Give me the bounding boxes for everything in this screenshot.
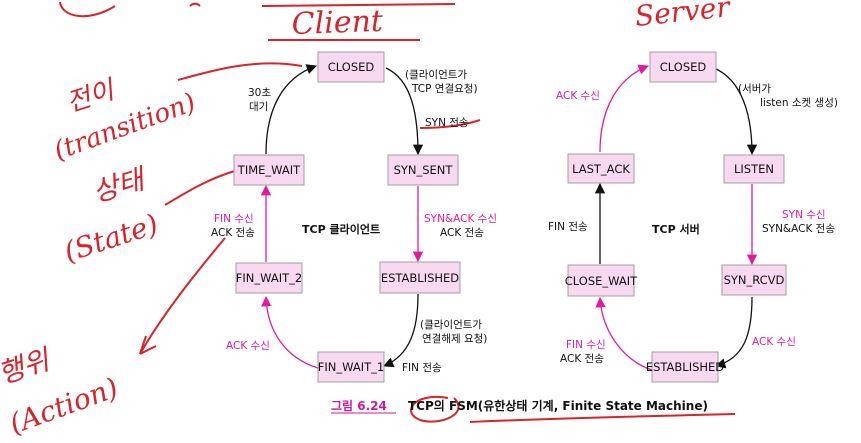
client-synack-recv-label: SYN&ACK 수신 bbox=[424, 213, 497, 225]
client-arrow-established-to-finwait1 bbox=[383, 293, 419, 368]
server-synack-send-label: SYN&ACK 전송 bbox=[762, 223, 835, 235]
handwritten-state-pointer bbox=[164, 169, 239, 206]
caption-text: TCP의 FSM(유한상태 기계, Finite State Machine) bbox=[408, 398, 708, 413]
handwritten-state-en: (State) bbox=[60, 207, 162, 268]
server-fin-send-label: FIN 전송 bbox=[548, 221, 588, 233]
server-closed-note-line2: listen 소켓 생성) bbox=[760, 97, 838, 109]
server-arrow-synrcvd-to-established bbox=[715, 296, 753, 369]
handwritten-scribble-top bbox=[189, 2, 201, 7]
handwritten-server: Server bbox=[633, 0, 732, 33]
client-closed-note-line1: (클라이언트가 bbox=[405, 69, 467, 81]
client-syn-send-label: SYN 전송 bbox=[425, 117, 469, 129]
server-arrow-closed-to-listen bbox=[713, 67, 758, 156]
handwritten-caption-underline bbox=[469, 413, 736, 423]
client-state-fin-wait-2-label: FIN_WAIT_2 bbox=[236, 271, 302, 285]
server-state-closed: CLOSED bbox=[649, 51, 717, 83]
server-arrow-lastack-to-closed bbox=[599, 64, 649, 153]
client-title: TCP 클라이언트 bbox=[302, 222, 380, 236]
handwritten-state-ko: 상태 bbox=[89, 162, 151, 209]
server-state-close-wait: CLOSE_WAIT bbox=[565, 264, 638, 297]
server-closed-note-line1: (서버가 bbox=[738, 83, 771, 95]
server-arrow-established-to-closewait bbox=[595, 296, 653, 371]
server-ack-send-label: ACK 전송 bbox=[560, 353, 604, 365]
client-ack-send-2-label: ACK 전송 bbox=[211, 227, 255, 239]
client-closed-note-line2: TCP 연결요청) bbox=[411, 83, 478, 95]
handwritten-client: Client bbox=[291, 4, 384, 42]
figure-caption: 그림 6.24 TCP의 FSM(유한상태 기계, Finite State M… bbox=[331, 398, 708, 414]
server-state-last-ack: LAST_ACK bbox=[567, 153, 635, 184]
handwritten-syn-underline bbox=[419, 119, 481, 129]
handwritten-transition-pointer bbox=[177, 62, 303, 81]
server-ack-recv-label: ACK 수신 bbox=[752, 336, 796, 348]
client-wait-label-line1: 30초 bbox=[248, 87, 271, 99]
server-state-listen-label: LISTEN bbox=[734, 162, 774, 176]
client-close-note-line2: 연결해제 요청) bbox=[422, 332, 487, 345]
client-arrow-finwait1-to-finwait2 bbox=[261, 295, 319, 369]
client-state-fin-wait-2: FIN_WAIT_2 bbox=[235, 262, 303, 294]
client-fin-send-label: FIN 전송 bbox=[402, 362, 442, 374]
server-state-syn-rcvd-label: SYN_RCVD bbox=[724, 273, 785, 287]
client-state-syn-sent: SYN_SENT bbox=[387, 154, 459, 186]
client-arrow-closed-to-synsent bbox=[385, 67, 424, 156]
server-syn-recv-label: SYN 수신 bbox=[782, 209, 826, 221]
server-state-close-wait-label: CLOSE_WAIT bbox=[565, 274, 638, 288]
client-state-fin-wait-1: FIN_WAIT_1 bbox=[317, 351, 385, 383]
client-fsm: CLOSED SYN_SENT ESTABLISHED FIN_WAIT_1 F… bbox=[211, 51, 497, 383]
client-close-note-line1: (클라이언트가 bbox=[420, 319, 482, 331]
handwritten-action-pointer bbox=[139, 237, 226, 355]
server-ack-recv-2-label: ACK 수신 bbox=[556, 90, 600, 102]
client-state-fin-wait-1-label: FIN_WAIT_1 bbox=[318, 360, 384, 374]
client-ack-send-label: ACK 전송 bbox=[440, 227, 484, 239]
client-arrow-timewait-to-closed bbox=[265, 64, 317, 155]
client-fin-recv-label: FIN 수신 bbox=[214, 213, 254, 225]
server-state-syn-rcvd: SYN_RCVD bbox=[721, 264, 787, 296]
server-state-established-label: ESTABLISHED bbox=[646, 360, 724, 374]
handwritten-client-underline bbox=[261, 3, 456, 7]
client-state-closed-label: CLOSED bbox=[328, 60, 375, 74]
client-ack-recv-label: ACK 수신 bbox=[226, 340, 270, 352]
server-title: TCP 서버 bbox=[652, 222, 700, 236]
server-state-closed-label: CLOSED bbox=[660, 60, 707, 74]
handwritten-annotations bbox=[59, 1, 736, 423]
client-state-time-wait: TIME_WAIT bbox=[233, 154, 305, 186]
server-fin-recv-label: FIN 수신 bbox=[566, 339, 606, 351]
caption-number: 그림 6.24 bbox=[331, 399, 387, 413]
client-state-time-wait-label: TIME_WAIT bbox=[237, 163, 301, 177]
client-state-established: ESTABLISHED bbox=[379, 261, 461, 294]
handwritten-action-pointer-tip bbox=[139, 335, 157, 355]
server-state-established: ESTABLISHED bbox=[646, 351, 724, 383]
server-state-listen: LISTEN bbox=[723, 154, 785, 184]
client-state-established-label: ESTABLISHED bbox=[381, 271, 459, 285]
handwritten-action-ko: 행위 bbox=[0, 343, 55, 391]
handwritten-transition-ko: 전이 bbox=[63, 75, 120, 119]
handwritten-circle-tcp bbox=[410, 395, 460, 423]
client-state-closed: CLOSED bbox=[317, 51, 385, 83]
server-state-last-ack-label: LAST_ACK bbox=[572, 162, 630, 176]
client-state-syn-sent-label: SYN_SENT bbox=[394, 163, 454, 177]
server-fsm: CLOSED LISTEN SYN_RCVD ESTABLISHED CLOSE… bbox=[548, 51, 838, 383]
handwritten-scribble-top-left bbox=[59, 1, 116, 18]
client-wait-label-line2: 대기 bbox=[249, 101, 268, 113]
